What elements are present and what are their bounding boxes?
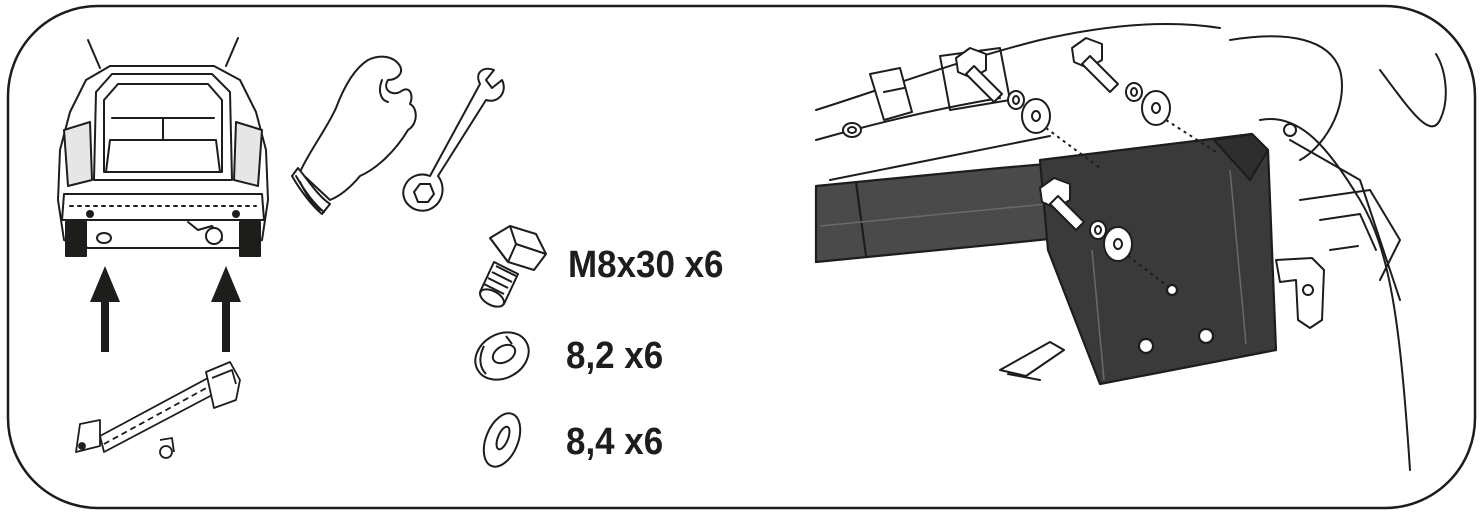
flat-washer-icon [482,412,522,468]
spring-washer-quantity-label: 8,2 x6 [566,335,664,377]
arrow-left-head [90,266,120,302]
hex-bolt-icon [479,225,547,308]
exploded-fasteners [955,37,1217,289]
chassis-detail-illustration [815,23,1447,471]
towbar-crossmember [814,132,1278,386]
arrow-right-head [211,266,241,302]
bolt-quantity-label: M8x30 x6 [568,244,724,286]
panel-border [6,4,1477,510]
arrow-right-shaft [222,300,230,352]
car-rear-view-illustration [57,37,269,257]
arrow-left-shaft [101,300,109,352]
towbar-small-illustration [75,361,241,459]
glove-icon [291,55,417,215]
wrench-icon [402,67,505,212]
spring-washer-icon [474,331,530,381]
flat-washer-quantity-label: 8,4 x6 [566,421,664,463]
install-direction-arrows [90,266,241,352]
